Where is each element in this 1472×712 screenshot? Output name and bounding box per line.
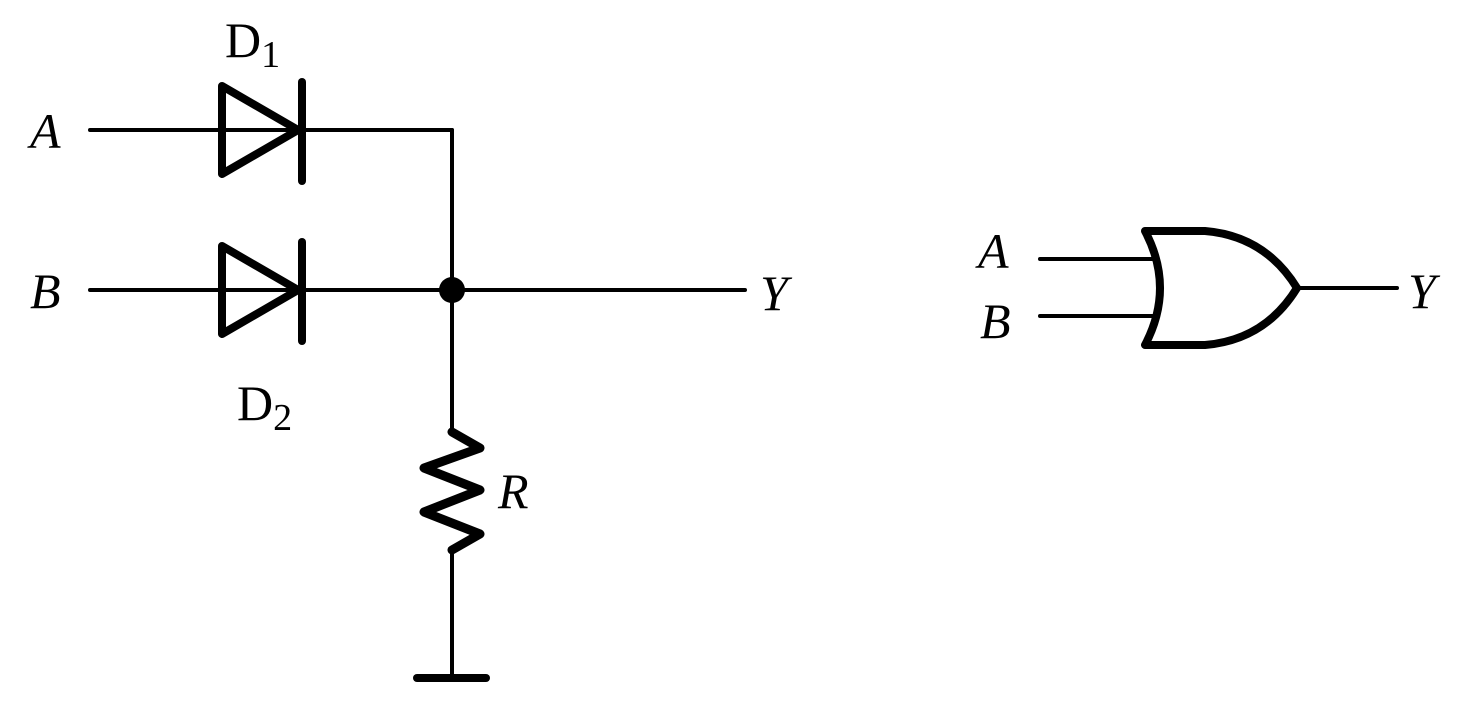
label-r: R (497, 463, 529, 519)
label-d1-letter: D (225, 12, 261, 68)
junction-dot (439, 277, 465, 303)
label-d1-subscript: 1 (261, 34, 280, 76)
label-a: A (27, 103, 61, 159)
or-gate-symbol (1141, 227, 1301, 349)
label-b: B (30, 263, 61, 319)
label-y: Y (760, 265, 793, 321)
label-d1: D1 (225, 12, 280, 76)
or-label-b: B (980, 293, 1011, 349)
label-d2-subscript: 2 (273, 397, 292, 439)
label-d2-letter: D (237, 375, 273, 431)
or-label-a: A (975, 223, 1009, 279)
label-d2: D2 (237, 375, 292, 439)
diode-d2-triangle (218, 242, 302, 338)
or-label-y: Y (1408, 263, 1441, 319)
diode-d1-triangle (218, 82, 302, 178)
resistor-r (419, 427, 485, 555)
